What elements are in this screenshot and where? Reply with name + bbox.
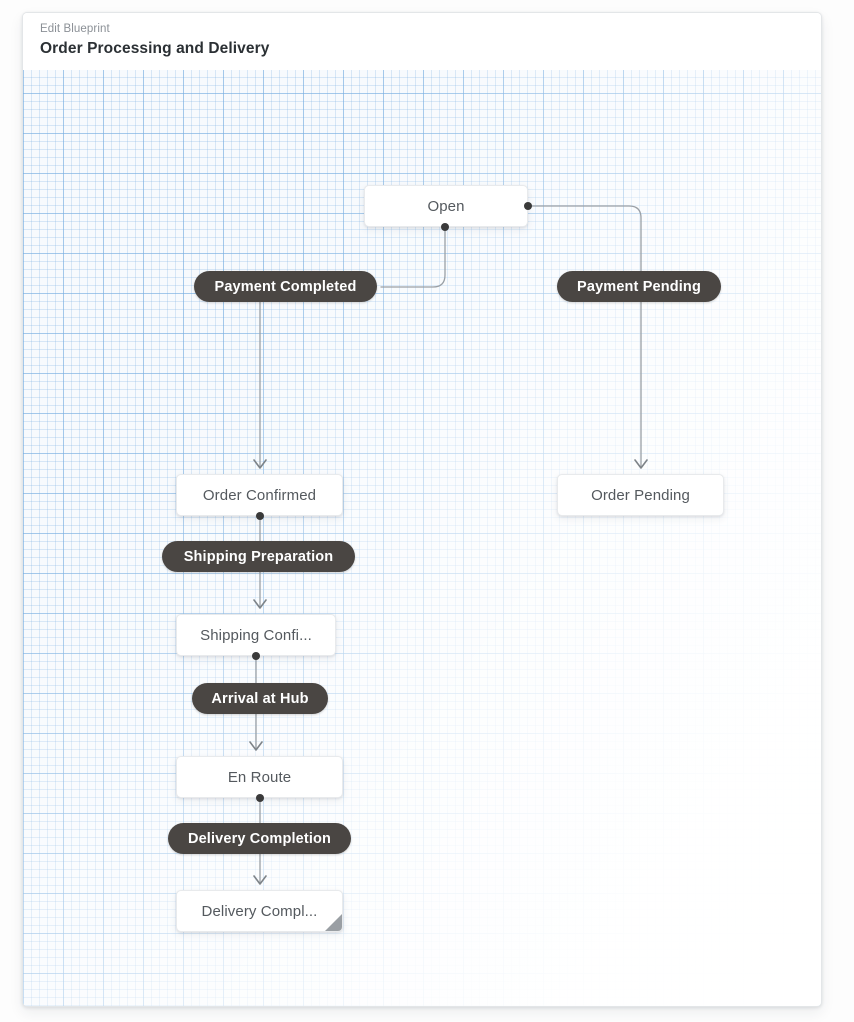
state-node-delivery-completed[interactable]: Delivery Compl... bbox=[176, 890, 343, 932]
port-shipping-confirmed-bottom[interactable] bbox=[252, 652, 260, 660]
transition-pill-label: Payment Pending bbox=[577, 278, 701, 295]
transition-pill-label: Shipping Preparation bbox=[183, 548, 334, 565]
state-node-label: Open bbox=[427, 197, 465, 215]
state-node-label: En Route bbox=[227, 768, 292, 786]
flow-diagram: Open Order Confirmed Order Pending Shipp… bbox=[23, 70, 821, 1006]
state-node-shipping-confirmed[interactable]: Shipping Confi... bbox=[176, 614, 336, 656]
blueprint-card: Edit Blueprint Order Processing and Deli… bbox=[22, 12, 822, 1007]
port-open-right[interactable] bbox=[524, 202, 532, 210]
arrowhead-order-pending bbox=[634, 459, 648, 469]
arrowhead-shipping-confirmed bbox=[253, 599, 267, 609]
state-node-en-route[interactable]: En Route bbox=[176, 756, 343, 798]
transition-pill-label: Delivery Completion bbox=[187, 830, 332, 847]
blueprint-header: Edit Blueprint Order Processing and Deli… bbox=[23, 13, 821, 70]
state-node-open[interactable]: Open bbox=[364, 185, 528, 227]
blueprint-canvas[interactable]: Open Order Confirmed Order Pending Shipp… bbox=[23, 70, 821, 1006]
state-node-label: Delivery Compl... bbox=[201, 902, 318, 920]
arrowhead-delivery-completed bbox=[253, 875, 267, 885]
state-node-order-confirmed[interactable]: Order Confirmed bbox=[176, 474, 343, 516]
transition-pill-payment-pending[interactable]: Payment Pending bbox=[557, 271, 721, 302]
port-order-confirmed-bottom[interactable] bbox=[256, 512, 264, 520]
transition-pill-arrival-at-hub[interactable]: Arrival at Hub bbox=[192, 683, 328, 714]
state-node-label: Order Pending bbox=[591, 486, 690, 504]
edge-open-to-payment-completed bbox=[380, 226, 446, 288]
arrowhead-en-route bbox=[249, 741, 263, 751]
state-node-label: Order Confirmed bbox=[202, 486, 317, 504]
transition-pill-payment-completed[interactable]: Payment Completed bbox=[194, 271, 377, 302]
transition-pill-shipping-preparation[interactable]: Shipping Preparation bbox=[162, 541, 355, 572]
page-title: Order Processing and Delivery bbox=[40, 40, 270, 57]
state-node-label: Shipping Confi... bbox=[200, 626, 312, 644]
arrowhead-order-confirmed bbox=[253, 459, 267, 469]
port-open-bottom[interactable] bbox=[441, 223, 449, 231]
transition-pill-delivery-completion[interactable]: Delivery Completion bbox=[168, 823, 351, 854]
port-en-route-bottom[interactable] bbox=[256, 794, 264, 802]
state-node-order-pending[interactable]: Order Pending bbox=[557, 474, 724, 516]
edge-open-to-payment-pending bbox=[527, 205, 642, 272]
resize-handle-icon[interactable] bbox=[325, 914, 342, 931]
transition-pill-label: Arrival at Hub bbox=[211, 690, 309, 707]
breadcrumb-edit-blueprint: Edit Blueprint bbox=[40, 23, 110, 35]
transition-pill-label: Payment Completed bbox=[214, 278, 357, 295]
